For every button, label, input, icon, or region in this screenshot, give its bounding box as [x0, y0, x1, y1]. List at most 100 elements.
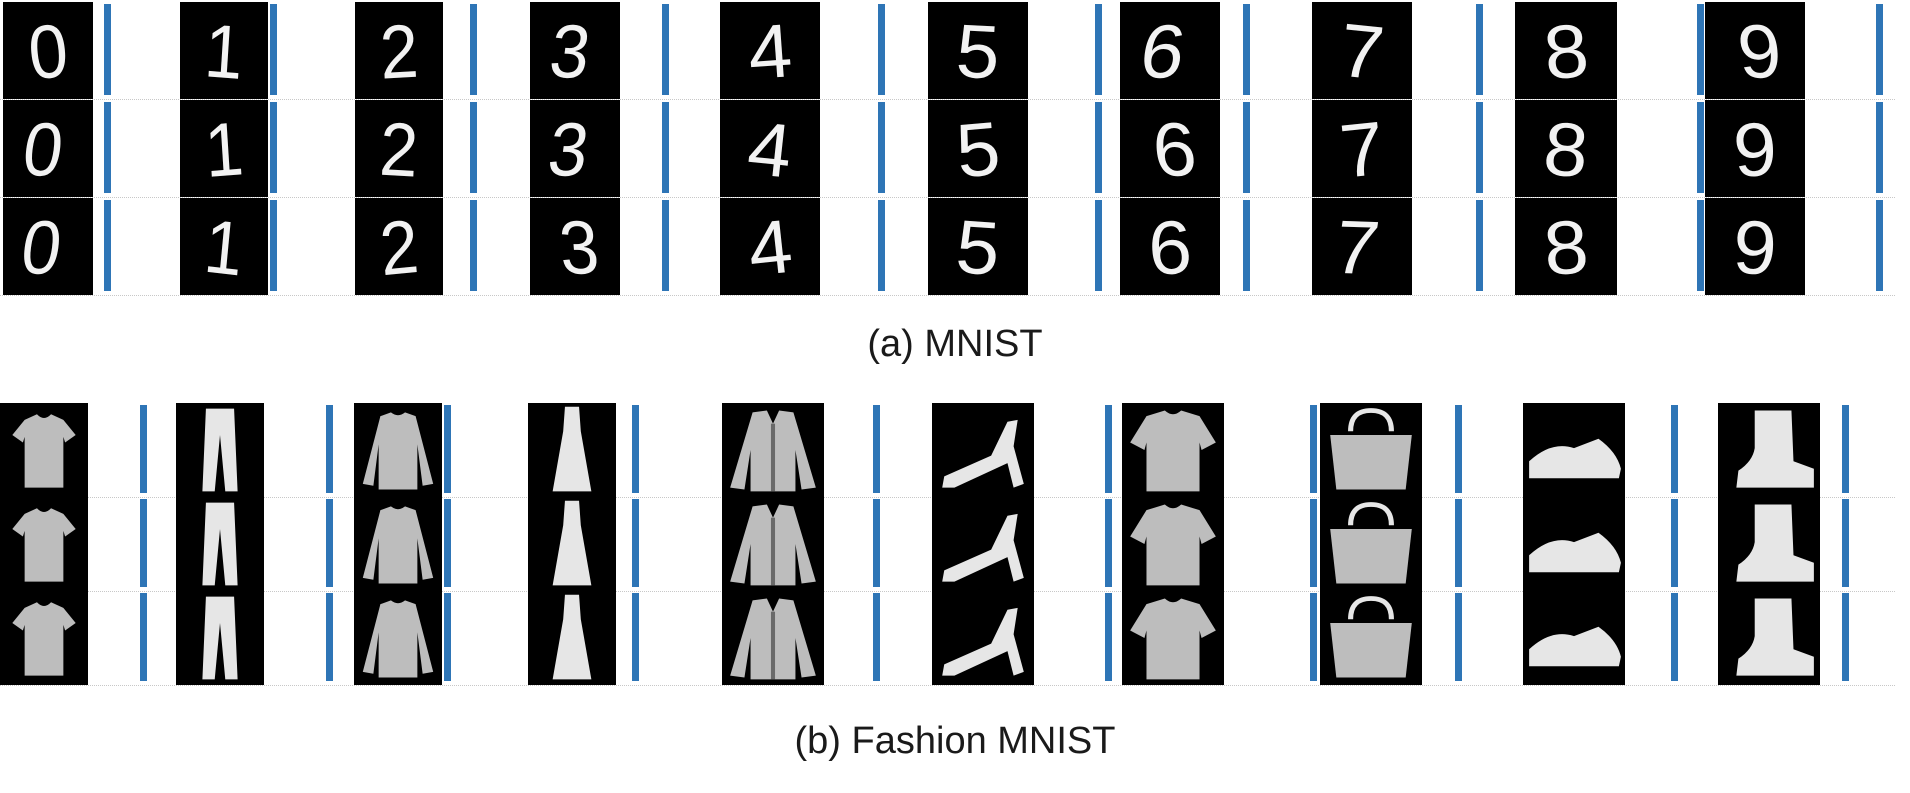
- mnist-digit-tile: 3: [530, 2, 620, 99]
- mnist-digit-tile: 4: [720, 198, 820, 295]
- separator-bar: [873, 593, 880, 681]
- mnist-digit-tile: 1: [180, 2, 268, 99]
- row-separator: [0, 295, 1895, 296]
- separator-bar: [1243, 4, 1250, 95]
- separator-bar: [326, 593, 333, 681]
- coat-icon: [722, 403, 824, 497]
- separator-bar: [270, 200, 277, 291]
- mnist-digit-tile: 9: [1705, 100, 1805, 197]
- trouser-icon: [176, 591, 264, 685]
- shirt-icon: [1122, 403, 1224, 497]
- mnist-digit-glyph: 6: [1146, 205, 1194, 292]
- mnist-digit-tile: 4: [720, 100, 820, 197]
- separator-bar: [444, 593, 451, 681]
- separator-bar: [1697, 200, 1704, 291]
- separator-bar: [1842, 405, 1849, 493]
- mnist-digit-tile: 6: [1120, 198, 1220, 295]
- separator-bar: [470, 4, 477, 95]
- separator-bar: [1105, 405, 1112, 493]
- separator-bar: [632, 405, 639, 493]
- separator-bar: [1455, 499, 1462, 587]
- separator-bar: [444, 405, 451, 493]
- coat-icon: [722, 591, 824, 685]
- dress-icon: [528, 403, 616, 497]
- ankle-boot-icon: [1718, 591, 1820, 685]
- separator-bar: [1476, 4, 1483, 95]
- mnist-digit-tile: 1: [180, 198, 268, 295]
- sneaker-icon: [1523, 403, 1625, 497]
- separator-bar: [662, 200, 669, 291]
- separator-bar: [140, 593, 147, 681]
- mnist-digit-tile: 0: [3, 198, 93, 295]
- t-shirt-icon: [0, 403, 88, 497]
- shirt-icon: [1122, 497, 1224, 591]
- coat-icon: [722, 497, 824, 591]
- mnist-digit-tile: 2: [355, 198, 443, 295]
- mnist-digit-tile: 2: [355, 100, 443, 197]
- mnist-digit-tile: 4: [720, 2, 820, 99]
- separator-bar: [632, 499, 639, 587]
- mnist-digit-tile: 5: [928, 2, 1028, 99]
- mnist-digit-glyph: 7: [1336, 106, 1388, 195]
- mnist-digit-tile: 6: [1120, 2, 1220, 99]
- pullover-icon: [354, 591, 442, 685]
- mnist-digit-glyph: 9: [1731, 107, 1779, 194]
- trouser-icon: [176, 403, 264, 497]
- separator-bar: [270, 102, 277, 193]
- mnist-digit-tile: 7: [1312, 2, 1412, 99]
- separator-bar: [1095, 102, 1102, 193]
- mnist-digit-glyph: 5: [954, 9, 1002, 96]
- separator-bar: [873, 405, 880, 493]
- separator-bar: [1455, 593, 1462, 681]
- sandal-icon: [932, 403, 1034, 497]
- mnist-digit-glyph: 7: [1329, 205, 1385, 291]
- mnist-digit-glyph: 1: [201, 205, 247, 293]
- separator-bar: [104, 200, 111, 291]
- separator-bar: [1310, 499, 1317, 587]
- separator-bar: [878, 102, 885, 193]
- separator-bar: [270, 4, 277, 95]
- separator-bar: [632, 593, 639, 681]
- caption-mnist: (a) MNIST: [867, 323, 1043, 365]
- mnist-digit-glyph: 2: [378, 108, 420, 194]
- mnist-digit-tile: 8: [1515, 198, 1617, 295]
- separator-bar: [104, 102, 111, 193]
- mnist-digit-glyph: 1: [202, 9, 245, 96]
- mnist-digit-glyph: 6: [1135, 10, 1191, 94]
- pullover-icon: [354, 403, 442, 497]
- mnist-digit-glyph: 5: [953, 106, 1004, 194]
- dress-icon: [528, 497, 616, 591]
- t-shirt-icon: [0, 591, 88, 685]
- mnist-digit-glyph: 1: [202, 107, 245, 194]
- mnist-digit-glyph: 2: [377, 205, 422, 292]
- bag-icon: [1320, 591, 1422, 685]
- mnist-digit-glyph: 4: [744, 106, 796, 195]
- mnist-digit-tile: 7: [1312, 100, 1412, 197]
- mnist-digit-tile: 0: [3, 100, 93, 197]
- mnist-digit-tile: 6: [1120, 100, 1220, 197]
- separator-bar: [1310, 405, 1317, 493]
- mnist-digit-tile: 8: [1515, 100, 1617, 197]
- sandal-icon: [932, 497, 1034, 591]
- ankle-boot-icon: [1718, 403, 1820, 497]
- mnist-digit-tile: 1: [180, 100, 268, 197]
- caption-fashion-mnist: (b) Fashion MNIST: [794, 720, 1116, 762]
- bag-icon: [1320, 403, 1422, 497]
- separator-bar: [1671, 499, 1678, 587]
- row-separator: [0, 197, 1895, 198]
- separator-bar: [873, 499, 880, 587]
- mnist-digit-tile: 3: [530, 198, 620, 295]
- mnist-digit-glyph: 0: [25, 8, 72, 96]
- separator-bar: [1842, 499, 1849, 587]
- separator-bar: [1697, 4, 1704, 95]
- separator-bar: [140, 405, 147, 493]
- mnist-digit-tile: 5: [928, 100, 1028, 197]
- sneaker-icon: [1523, 591, 1625, 685]
- mnist-digit-glyph: 8: [1540, 9, 1592, 96]
- separator-bar: [104, 4, 111, 95]
- bag-icon: [1320, 497, 1422, 591]
- separator-bar: [1455, 405, 1462, 493]
- mnist-digit-glyph: 8: [1541, 107, 1591, 194]
- shirt-icon: [1122, 591, 1224, 685]
